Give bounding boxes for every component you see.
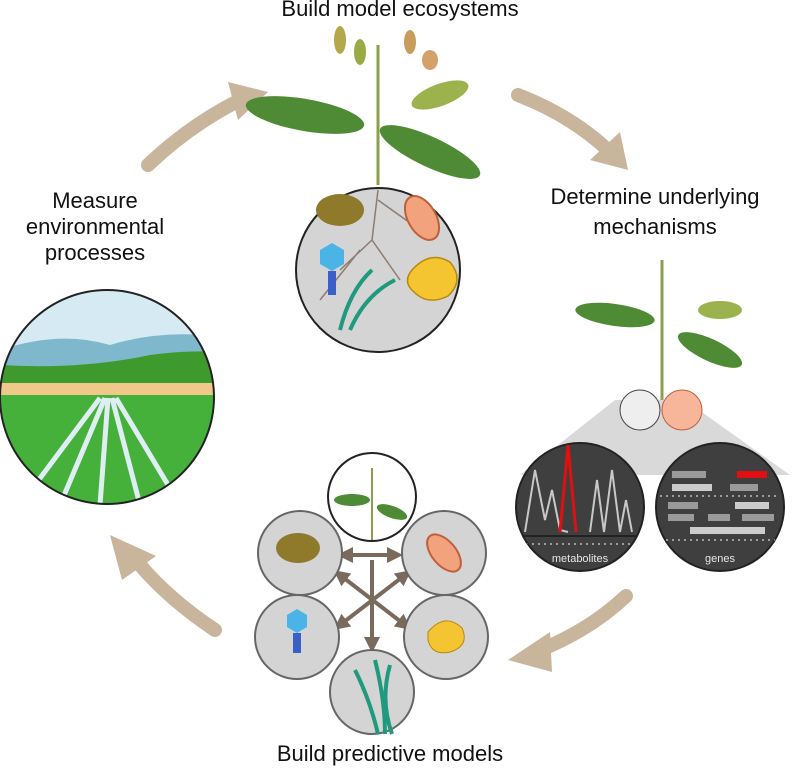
stage-label-measure-environmental-processes: Measure environmental processes (20, 188, 170, 266)
metabolites-label: metabolites (552, 553, 609, 565)
mite-icon (316, 194, 364, 226)
model-ecosystem-circle (295, 187, 461, 353)
plant-illustration-top (245, 26, 481, 185)
genes-panel: genes (655, 442, 785, 572)
molecule-icon (619, 389, 661, 431)
interaction-arrows (333, 547, 412, 653)
bacterium-icon (403, 195, 441, 241)
genes-label: genes (705, 553, 735, 565)
cell-zoom-icon (661, 389, 703, 431)
node-amoeba (403, 594, 489, 680)
fungus-icon (338, 268, 396, 331)
stage-text-line1: Determine underlying (550, 184, 760, 209)
predictive-model-cluster (254, 452, 489, 735)
plant-illustration-right (520, 260, 790, 475)
stage-text: Build predictive models (276, 741, 504, 766)
cycle-arrow-top-right (511, 88, 628, 170)
highlighted-gene (737, 471, 767, 478)
stage-label-determine-mechanisms: Determine underlying mechanisms (520, 184, 790, 240)
cycle-arrow-bottom-right (508, 589, 633, 672)
stage-text-line3: processes (44, 240, 146, 265)
stage-text-line2: mechanisms (593, 214, 717, 239)
cycle-arrow-bottom-left (110, 535, 222, 637)
stage-label-build-model-ecosystems: Build model ecosystems (230, 0, 570, 22)
field-landscape-circle (0, 289, 215, 505)
node-bacterium (401, 510, 487, 596)
node-plant (327, 452, 417, 542)
metabolites-panel: metabolites (515, 442, 645, 572)
phage-icon (320, 243, 344, 271)
amoeba-icon (406, 256, 458, 301)
stage-label-build-predictive-models: Build predictive models (220, 741, 560, 767)
stage-text-line2: environmental (25, 214, 165, 239)
node-mite (257, 510, 343, 596)
node-fungus (329, 649, 415, 735)
cycle-arrow-top-left (141, 82, 268, 172)
node-phage (254, 594, 340, 680)
stage-text: Build model ecosystems (281, 0, 519, 21)
stage-text-line1: Measure (52, 188, 138, 213)
